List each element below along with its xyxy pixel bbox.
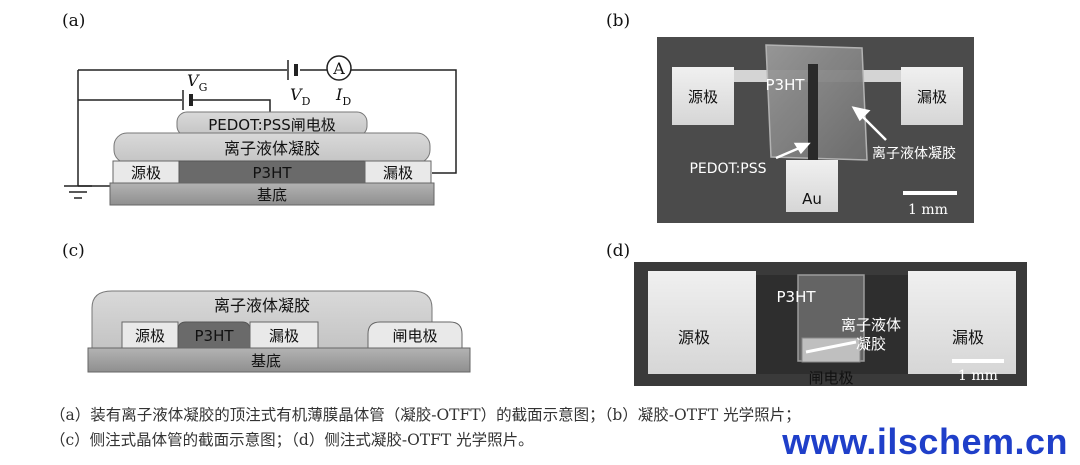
source-label-d: 源极 (678, 328, 710, 347)
gate-label-c: 闸电极 (392, 327, 437, 345)
ion-gel-label-c: 离子液体凝胶 (214, 296, 310, 315)
drain-pad-b (901, 67, 963, 125)
panel-b-tag: (b) (606, 11, 630, 31)
panel-c: (c) 离子液体凝胶 源极 P3HT 漏极 闸电极 基底 (62, 241, 471, 373)
vd-label: VD (290, 85, 311, 108)
caption-line-2: （c）侧注式晶体管的截面示意图；（d）侧注式凝胶-OTFT 光学照片。 (50, 431, 534, 449)
scale-label-d: 1 mm (958, 368, 998, 384)
ammeter-symbol (326, 55, 352, 81)
panel-d-tag: (d) (606, 241, 630, 261)
scale-label-b: 1 mm (908, 202, 948, 218)
ammeter-label: A (332, 59, 345, 78)
panel-a-tag: (a) (62, 11, 85, 31)
pedot-strip-b (808, 64, 818, 160)
panel-c-tag: (c) (62, 241, 85, 261)
figure-caption: （a）装有离子液体凝胶的顶注式有机薄膜晶体管（凝胶-OTFT）的截面示意图；（b… (50, 403, 1060, 453)
drain-label: 漏极 (383, 164, 413, 182)
figure: (a) A VG VD (62, 11, 1027, 387)
drain-pad-d (908, 271, 1016, 374)
source-pad-d (648, 271, 756, 374)
gel-label-b: 离子液体凝胶 (872, 145, 956, 162)
source-pad-b (672, 67, 734, 125)
source-electrode-c (121, 321, 179, 349)
au-label-b: Au (802, 190, 822, 208)
au-pad-b (786, 160, 838, 212)
id-label: ID (335, 85, 351, 108)
drain-electrode-c (249, 321, 319, 349)
channel-label-b: P3HT (765, 76, 805, 94)
caption-line-1: （a）装有离子液体凝胶的顶注式有机薄膜晶体管（凝胶-OTFT）的截面示意图；（b… (50, 406, 801, 424)
gate-electrode-c (367, 321, 463, 349)
gate-label: PEDOT:PSS闸电极 (208, 116, 336, 134)
panel-d: (d) P3HT 源极 离子液体 凝胶 漏极 闸电极 1 mm (606, 241, 1027, 387)
substrate-label-c: 基底 (251, 352, 281, 370)
pedot-label-b: PEDOT:PSS (689, 161, 766, 177)
circuit-wires (77, 69, 457, 187)
arrow-to-pedot-b (775, 142, 811, 160)
drain-label-d: 漏极 (952, 328, 984, 347)
gate-stripe-d (805, 340, 857, 354)
gate-label-d: 闸电极 (808, 369, 853, 387)
ground-symbol (64, 185, 92, 199)
gel-label-d-line1: 离子液体 (841, 316, 901, 334)
scale-bar-b (903, 191, 957, 195)
substrate-c (87, 347, 471, 373)
vg-battery-symbol (182, 90, 193, 110)
ion-gel-label: 离子液体凝胶 (224, 139, 320, 158)
drain-label-b: 漏极 (917, 88, 947, 106)
source-label-c: 源极 (135, 327, 165, 345)
vd-battery-symbol (287, 60, 298, 80)
substrate-label: 基底 (257, 186, 287, 204)
drain-label-c: 漏极 (269, 327, 299, 345)
vg-label: VG (187, 71, 207, 94)
watermark-url: www.ilschem.cn (782, 421, 1068, 462)
source-label-b: 源极 (688, 88, 718, 106)
gel-label-d-line2: 凝胶 (856, 335, 886, 353)
channel-label-c: P3HT (194, 327, 234, 345)
panel-a: (a) A VG VD (62, 11, 457, 206)
arrow-to-gel-b (851, 106, 887, 141)
substrate (109, 182, 435, 206)
source-label: 源极 (131, 164, 161, 182)
channel-label: P3HT (252, 164, 292, 182)
panel-b: (b) 源极 P3HT 漏极 PEDOT:PSS 离子液体凝胶 Au 1 mm (606, 11, 974, 223)
channel-label-d: P3HT (776, 288, 816, 306)
scale-bar-d (952, 359, 1004, 363)
